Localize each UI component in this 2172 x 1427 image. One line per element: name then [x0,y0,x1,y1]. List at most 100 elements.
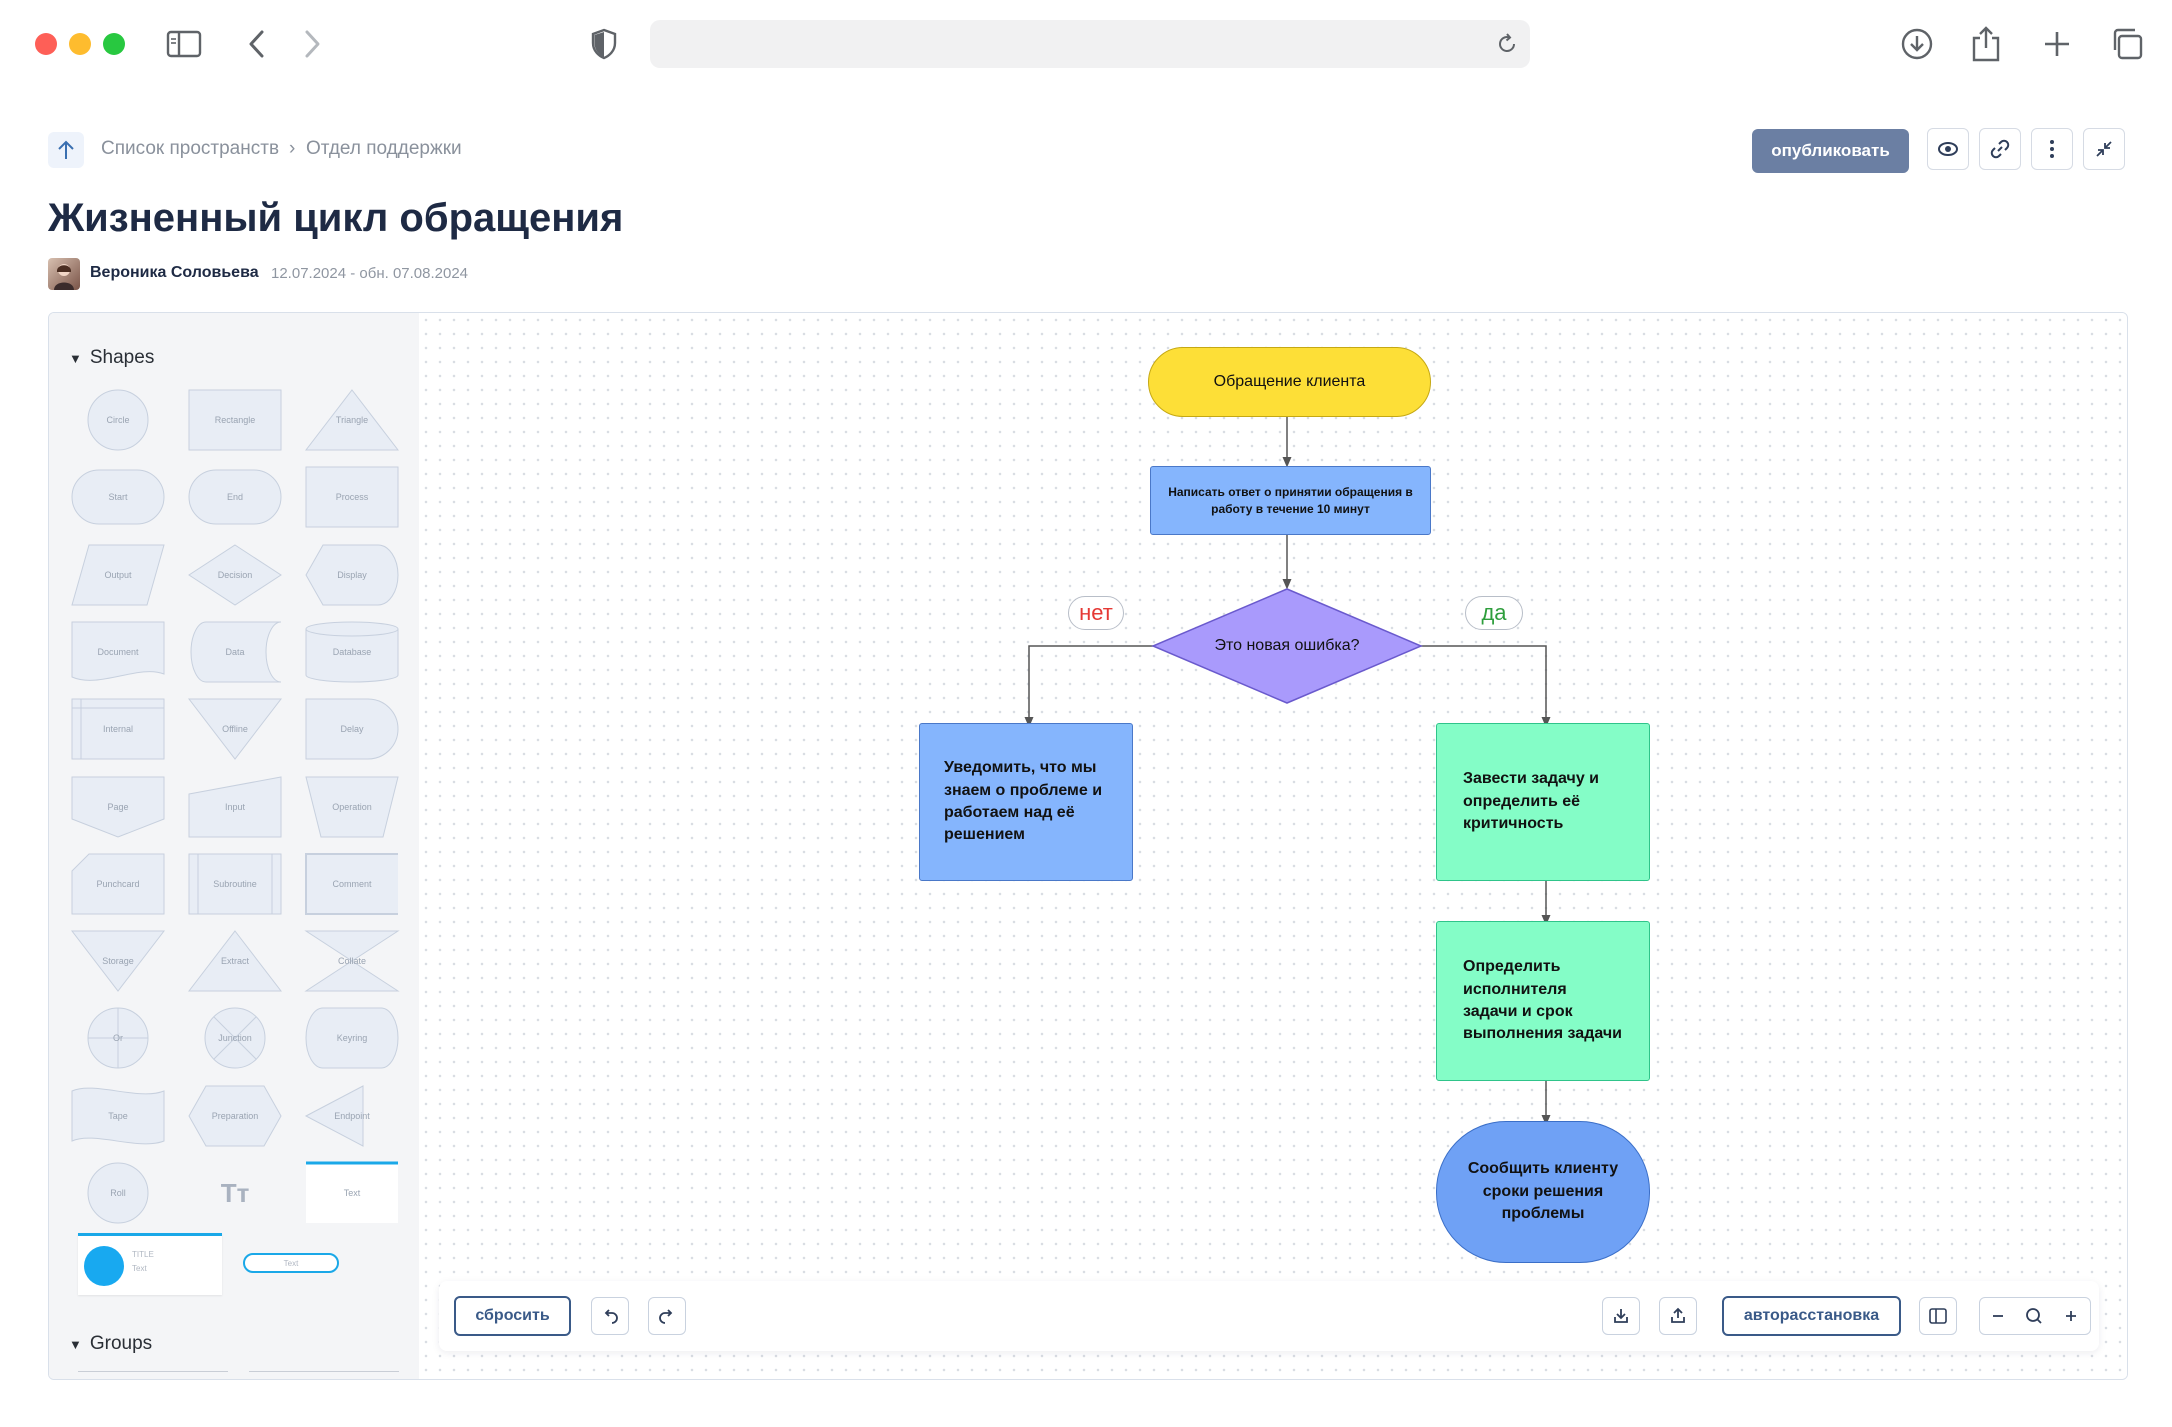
zoom-out-icon[interactable] [1987,1305,2009,1327]
start-node[interactable]: Обращение клиента [1148,347,1431,417]
breadcrumb-support[interactable]: Отдел поддержки [306,138,462,159]
shape-or[interactable]: Or [69,1005,167,1071]
decision-node[interactable]: Это новая ошибка? [1199,631,1375,661]
shape-endpoint[interactable]: Endpoint [303,1083,401,1149]
tabs-icon[interactable] [2109,26,2145,62]
sidebar-toggle-icon[interactable] [166,30,202,58]
maximize-window-button[interactable] [103,33,125,55]
avatar[interactable] [48,258,80,290]
diagram-canvas[interactable]: Обращение клиента Написать ответ о приня… [419,313,2127,1379]
shape-label: Roll [110,1188,126,1198]
edge-label-yes[interactable]: да [1465,596,1523,630]
share-icon[interactable] [1970,24,2002,64]
notify-known-issue-node[interactable]: Уведомить, что мы знаем о проблеме и раб… [919,723,1133,881]
shape-decision[interactable]: Decision [186,542,284,608]
shape-label: Circle [106,415,130,425]
shape-subroutine[interactable]: Subroutine [186,851,284,917]
shape-end[interactable]: End [186,464,284,530]
step-accept-node[interactable]: Написать ответ о принятии обращения в ра… [1150,466,1431,535]
shape-internal[interactable]: Internal [69,696,167,762]
decision-shape[interactable] [1151,588,1423,704]
connector-decision-yes [1418,645,1551,728]
download-icon[interactable] [1899,26,1935,62]
assign-executor-node[interactable]: Определить исполнителя задачи и срок вып… [1436,921,1650,1081]
shape-input[interactable]: Input [186,774,284,840]
shape-label: Subroutine [213,879,257,889]
zoom-fit-icon[interactable] [2023,1305,2045,1327]
pill-template[interactable]: Text [243,1253,339,1273]
shape-offline[interactable]: Offline [186,696,284,762]
shape-comment[interactable]: Comment [303,851,401,917]
more-button[interactable] [2031,128,2073,170]
up-arrow-icon[interactable] [48,132,84,168]
shape-start[interactable]: Start [69,464,167,530]
shape-storage[interactable]: Storage [69,928,167,994]
shape-triangle[interactable]: Triangle [303,387,401,453]
reset-button[interactable]: сбросить [454,1296,571,1336]
shape-database[interactable]: Database [303,619,401,685]
shape-circle[interactable]: Circle [69,387,167,453]
group-template[interactable] [78,1371,228,1379]
shield-icon[interactable] [591,28,617,60]
shape-page[interactable]: Page [69,774,167,840]
shape-label: Input [224,802,246,812]
shape-punchcard[interactable]: Punchcard [69,851,167,917]
export-button[interactable] [1659,1297,1697,1335]
shape-collate[interactable]: Collate [303,928,401,994]
shape-label: Comment [332,879,372,889]
shape-operation[interactable]: Operation [303,774,401,840]
card-template[interactable]: TITLE Text [78,1233,222,1295]
shapes-section-header[interactable]: ▼Shapes [69,347,154,369]
close-window-button[interactable] [35,33,57,55]
new-tab-icon[interactable] [2041,28,2073,60]
reload-icon[interactable] [1495,32,1519,56]
shape-preparation[interactable]: Preparation [186,1083,284,1149]
shape-document[interactable]: Document [69,619,167,685]
toggle-panel-button[interactable] [1919,1297,1957,1335]
shape-delay[interactable]: Delay [303,696,401,762]
shape-label: Delay [340,724,364,734]
collapse-button[interactable] [2083,128,2125,170]
shape-junction[interactable]: Junction [186,1005,284,1071]
shape-output[interactable]: Output [69,542,167,608]
breadcrumb-separator: › [289,138,296,159]
auto-layout-button[interactable]: авторасстановка [1722,1296,1901,1336]
preview-button[interactable] [1927,128,1969,170]
address-bar[interactable] [650,20,1530,68]
undo-icon [604,1309,618,1324]
shape-text[interactable]: Text [303,1160,401,1226]
group-template[interactable] [249,1371,399,1379]
breadcrumb-spaces[interactable]: Список пространств [101,138,280,159]
shape-extract[interactable]: Extract [186,928,284,994]
shape-rectangle[interactable]: Rectangle [186,387,284,453]
shape-tape[interactable]: Tape [69,1083,167,1149]
undo-button[interactable] [591,1297,629,1335]
shape-label: Output [104,570,132,580]
publish-button[interactable]: опубликовать [1752,129,1909,173]
groups-section-header[interactable]: ▼Groups [69,1333,152,1355]
shape-label: Page [107,802,129,812]
shape-roll[interactable]: Roll [69,1160,167,1226]
zoom-in-icon[interactable] [2060,1305,2082,1327]
shape-keyring[interactable]: Keyring [303,1005,401,1071]
edge-label-no[interactable]: нет [1068,596,1124,630]
shape-тт[interactable]: Тт [186,1160,284,1226]
copy-link-button[interactable] [1979,128,2021,170]
shape-data[interactable]: Data [186,619,284,685]
forward-icon[interactable] [300,28,324,60]
back-icon[interactable] [245,28,269,60]
end-node[interactable]: Сообщить клиенту сроки решения проблемы [1436,1121,1650,1263]
shape-label: Junction [218,1033,252,1043]
link-icon [1990,139,2010,159]
shape-process[interactable]: Process [303,464,401,530]
create-task-node[interactable]: Завести задачу и определить её критичнос… [1436,723,1650,881]
start-node-label: Обращение клиента [1213,372,1366,390]
caret-down-icon: ▼ [69,1337,82,1352]
minimize-window-button[interactable] [69,33,91,55]
shape-display[interactable]: Display [303,542,401,608]
shape-label: Internal [102,724,134,734]
import-button[interactable] [1602,1297,1640,1335]
redo-button[interactable] [648,1297,686,1335]
shape-label: Extract [220,956,249,966]
author-name[interactable]: Вероника Соловьева [90,264,259,281]
